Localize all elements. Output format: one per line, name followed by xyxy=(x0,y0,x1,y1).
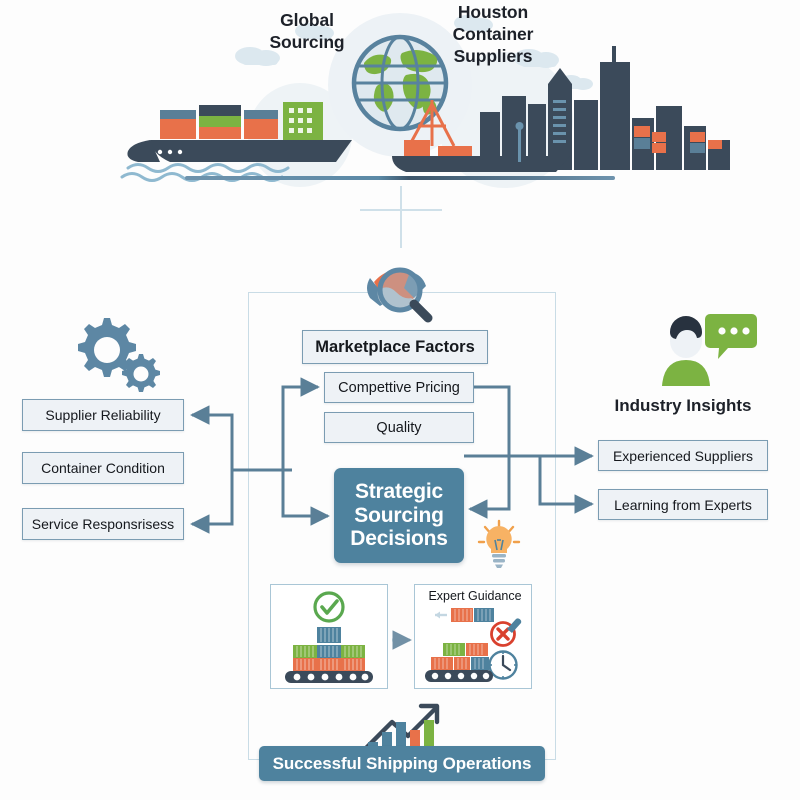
experienced-suppliers-label: Experienced Suppliers xyxy=(612,447,754,464)
clock-icon xyxy=(488,650,518,680)
port-containers xyxy=(634,126,722,153)
conveyor-belt xyxy=(285,671,373,683)
marketplace-factors-label: Marketplace Factors xyxy=(315,337,475,356)
connector-to-supplier-reliability xyxy=(190,405,292,472)
industry-insights-heading: Industry Insights xyxy=(614,396,752,415)
container-stack-illustration xyxy=(285,591,373,683)
supplier-reliability-box[interactable]: Supplier Reliability xyxy=(22,399,184,431)
globe-icon xyxy=(351,34,449,132)
connector-to-decision-left xyxy=(281,470,330,526)
harbor-crane-icon xyxy=(392,100,570,172)
magnifier-handshake-icon xyxy=(360,256,446,326)
service-responsiveness-box[interactable]: Service Responsrisess xyxy=(22,508,184,540)
service-responsiveness-label: Service Responsrisess xyxy=(31,516,175,532)
caption-line-1: Houston xyxy=(457,2,529,22)
caption-line-2: Sourcing xyxy=(269,31,345,52)
connector-to-competitive-pricing xyxy=(281,377,320,472)
expert-guidance-card xyxy=(414,584,532,689)
container-condition-box[interactable]: Container Condition xyxy=(22,452,184,484)
supplier-reliability-label: Supplier Reliability xyxy=(45,407,161,423)
conveyor-belt xyxy=(425,670,493,682)
hero-svg xyxy=(120,13,730,188)
banner-label: Successful Shipping Operations xyxy=(272,753,532,773)
caption-divider-horizontal xyxy=(360,209,442,211)
learning-from-experts-box[interactable]: Learning from Experts xyxy=(598,489,768,520)
container-boxes xyxy=(293,627,365,671)
cloud-group xyxy=(235,15,593,90)
decision-line-2: Sourcing xyxy=(354,503,444,527)
error-circle-icon xyxy=(490,618,522,647)
check-circle-icon xyxy=(313,591,345,623)
person-chat-icon xyxy=(658,306,762,388)
global-sourcing-caption: Global Sourcing xyxy=(232,10,382,54)
dock-pole-icon xyxy=(515,122,524,162)
container-boxes xyxy=(431,643,489,670)
quality-label: Quality xyxy=(376,419,422,436)
skyline-windows xyxy=(553,100,566,143)
connector-pricing-to-decision xyxy=(468,385,511,519)
quality-box[interactable]: Quality xyxy=(324,412,474,443)
experienced-suppliers-box[interactable]: Experienced Suppliers xyxy=(598,440,768,471)
caption-divider-vertical xyxy=(400,186,402,248)
marketplace-factors-box[interactable]: Marketplace Factors xyxy=(302,330,488,364)
gears-icon xyxy=(66,312,166,397)
decision-line-3: Decisions xyxy=(350,527,448,551)
horizon-rule xyxy=(185,176,615,180)
caption-line-3: Suppliers xyxy=(453,45,533,66)
expert-guidance-label: Expert Guidance xyxy=(428,589,522,603)
connector-to-learning-from-experts xyxy=(538,456,594,514)
decision-line-1: Strategic xyxy=(354,479,444,503)
cargo-ship-icon xyxy=(120,102,352,182)
connector-to-service-response xyxy=(190,470,234,534)
container-stack-card xyxy=(270,584,388,689)
caption-line-1: Global xyxy=(280,10,334,30)
houston-container-suppliers-caption: Houston Container Suppliers xyxy=(418,2,568,68)
moving-containers xyxy=(435,608,494,622)
caption-line-2: Container xyxy=(452,23,534,44)
competitive-pricing-label: Compettive Pricing xyxy=(338,379,460,396)
strategic-sourcing-decisions-box[interactable]: Strategic Sourcing Decisions xyxy=(334,468,464,563)
competitive-pricing-box[interactable]: Compettive Pricing xyxy=(324,372,474,403)
lightbulb-icon xyxy=(476,518,522,570)
expert-guidance-illustration xyxy=(425,608,522,682)
successful-shipping-operations-banner[interactable]: Successful Shipping Operations xyxy=(259,746,545,781)
hero-illustration xyxy=(0,0,800,188)
learning-from-experts-label: Learning from Experts xyxy=(614,496,752,513)
container-condition-label: Container Condition xyxy=(41,460,165,476)
